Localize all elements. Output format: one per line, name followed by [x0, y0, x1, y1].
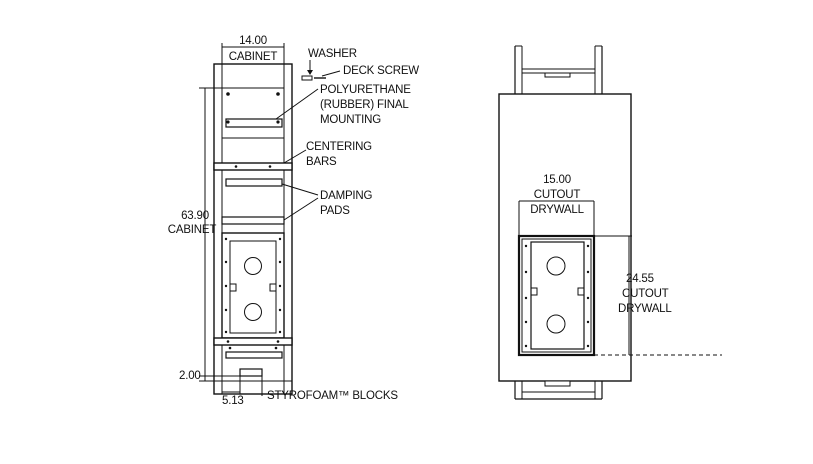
- cutout-height-value: 24.55: [626, 273, 654, 285]
- damping-pad: [221, 216, 285, 225]
- centering-bars-label-2: BARS: [306, 156, 337, 168]
- centering-bars-label-1: CENTERING: [306, 141, 372, 153]
- front-screw-holes: [524, 244, 590, 348]
- centering-bar: [213, 162, 293, 171]
- damping-pad: [225, 118, 283, 128]
- washer-icon: [301, 75, 313, 81]
- speaker-panel: [221, 232, 285, 339]
- polyurethane-leader: [275, 88, 319, 120]
- cabinet-height-value: 63.90: [181, 210, 209, 222]
- screw-hole: [274, 346, 278, 350]
- screw-hole: [226, 120, 230, 124]
- driver-lower: [244, 303, 262, 321]
- bracket-tab: [229, 283, 237, 292]
- driver-upper: [244, 257, 262, 275]
- panel-screw-holes: [224, 237, 282, 334]
- polyurethane-label-2: (RUBBER) FINAL: [320, 99, 409, 111]
- bottom-pad: [544, 380, 571, 387]
- cutout-height-label-2: DRYWALL: [618, 303, 672, 315]
- base-width-value: 5.13: [222, 395, 244, 407]
- washer-label: WASHER: [308, 48, 357, 60]
- bottom-offset-value: 2.00: [179, 370, 201, 382]
- screw-hole: [268, 165, 272, 168]
- screw-hole: [276, 92, 280, 96]
- styrofoam-block: [239, 368, 263, 377]
- bracket-tab: [269, 283, 277, 292]
- cutout-width-label-1: CUTOUT: [534, 189, 581, 201]
- cutout-height-label-1: CUTOUT: [622, 288, 669, 300]
- washer-arrow: [307, 70, 313, 75]
- screw-hole: [276, 340, 280, 343]
- screw-hole: [228, 346, 232, 350]
- cutout-width-value: 15.00: [543, 174, 571, 186]
- bracket-tab-front: [577, 287, 585, 296]
- cabinet-height-label: CABINET: [168, 224, 217, 236]
- damping-pads-label-2: PADS: [320, 205, 350, 217]
- right-wall-view: 15.00 CUTOUT DRYWALL 24.55 CUTOUT DRYWAL…: [498, 45, 722, 400]
- screw-hole: [276, 120, 280, 124]
- damping-pad: [225, 351, 283, 359]
- deck-screw-label: DECK SCREW: [343, 65, 419, 77]
- driver-lower-front: [546, 314, 566, 334]
- centering-bars-leader: [283, 149, 307, 164]
- driver-upper-front: [546, 256, 566, 276]
- cabinet-width-label: CABINET: [229, 51, 278, 63]
- polyurethane-label-1: POLYURETHANE: [320, 84, 411, 96]
- damping-pad: [225, 178, 283, 187]
- styrofoam-label: STYROFOAM™ BLOCKS: [267, 390, 398, 402]
- top-pad: [544, 72, 571, 78]
- speaker-inner-panel: [229, 240, 277, 334]
- bracket-tab-front: [530, 287, 538, 296]
- screw-hole: [226, 340, 230, 343]
- cabinet-outline: [213, 63, 293, 395]
- damping-pads-leader-lower: [283, 197, 319, 221]
- top-frame: [221, 87, 285, 139]
- damping-pads-leader-upper: [281, 183, 319, 196]
- left-cabinet-view: 14.00 CABINET WASHER DECK SCREW POLYURET…: [168, 35, 420, 407]
- cutout-width-label-2: DRYWALL: [530, 204, 584, 216]
- polyurethane-label-3: MOUNTING: [320, 114, 381, 126]
- cabinet-width-value: 14.00: [239, 35, 267, 47]
- centering-bar: [213, 337, 293, 346]
- damping-pads-label-1: DAMPING: [320, 190, 373, 202]
- screw-hole: [226, 92, 230, 96]
- screw-hole: [234, 165, 238, 168]
- cutout-inner-edge: [521, 238, 592, 353]
- deck-screw-leader: [321, 70, 341, 77]
